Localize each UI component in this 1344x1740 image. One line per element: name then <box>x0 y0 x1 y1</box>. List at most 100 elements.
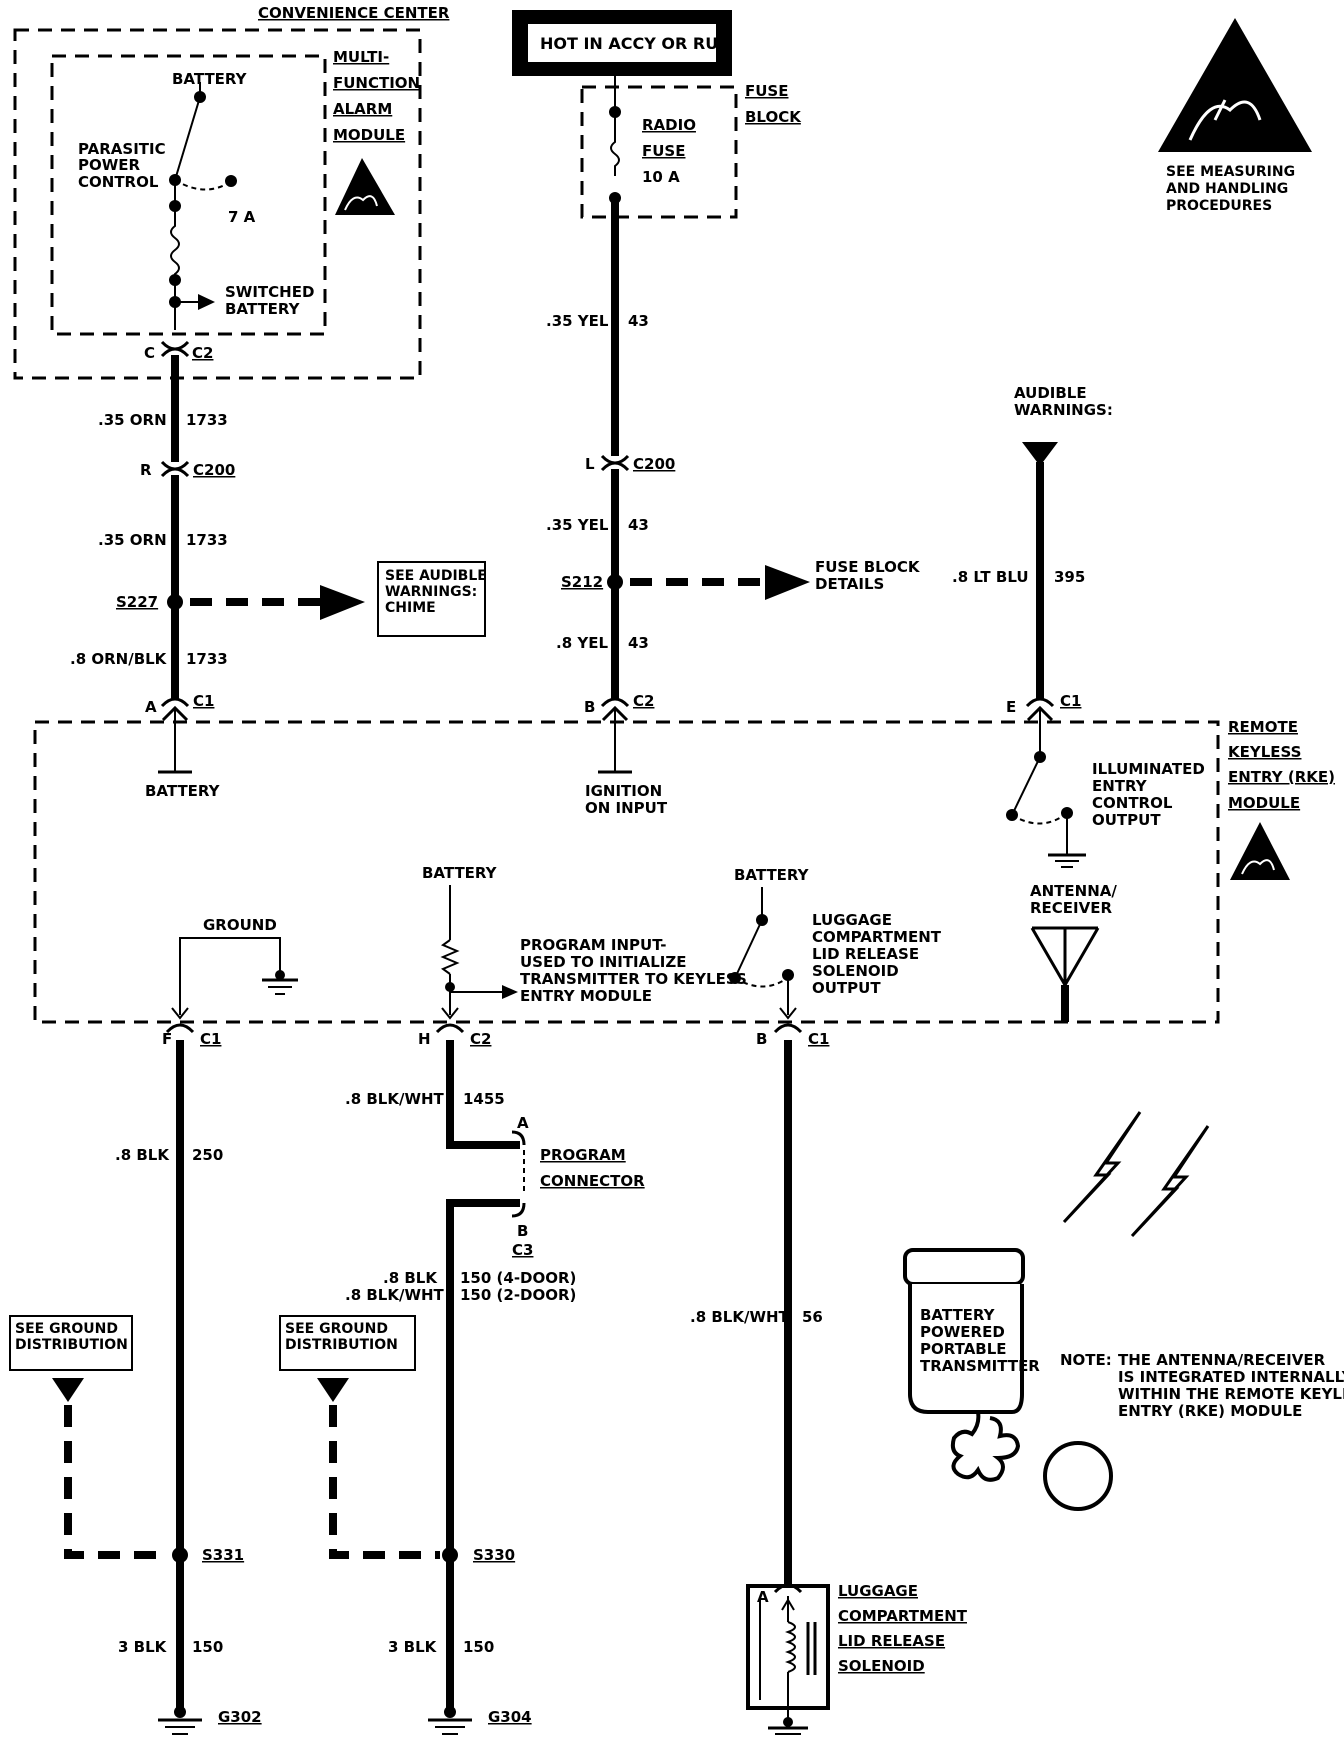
radio-signal-icon <box>1062 1111 1210 1238</box>
g302-label: G302 <box>218 1708 262 1726</box>
note-3: WITHIN THE REMOTE KEYLESS <box>1118 1385 1344 1403</box>
hot-label-inner <box>528 24 716 62</box>
s212-label: S212 <box>561 573 603 591</box>
w10b-circuit: 150 (2-DOOR) <box>460 1286 576 1304</box>
solenoid-3: LID RELEASE <box>838 1632 945 1650</box>
w3-circuit: 1733 <box>186 650 228 668</box>
ground-dist-ref-right <box>279 1315 416 1371</box>
prog-pin-b: B <box>517 1222 528 1240</box>
alarm-module-title-2: FUNCTION <box>333 74 420 92</box>
radio-fuse-1: RADIO <box>642 116 696 134</box>
antenna-icon <box>1030 926 1100 1022</box>
fuse-block-title-2: BLOCK <box>745 108 802 126</box>
ground-dist-left-2: DISTRIBUTION <box>15 1337 128 1353</box>
chime-ref-2: WARNINGS: <box>385 584 477 600</box>
w3-size: .8 ORN/BLK <box>70 650 168 668</box>
sol-pin-a: A <box>757 1588 769 1606</box>
connector-c2: C2 <box>192 344 213 362</box>
convenience-center-title: CONVENIENCE CENTER <box>258 4 450 22</box>
w12-circuit: 150 <box>192 1638 223 1656</box>
fuse-block-box <box>580 85 738 219</box>
chime-ref-3: CHIME <box>385 600 436 616</box>
rke-module-box <box>33 720 1220 1024</box>
illuminated-4: OUTPUT <box>1092 811 1161 829</box>
mfam-battery-label: BATTERY <box>172 70 248 88</box>
illuminated-3: CONTROL <box>1092 794 1173 812</box>
rke-ground-label: GROUND <box>203 916 277 934</box>
luggage-out-5: OUTPUT <box>812 979 881 997</box>
transmitter-3: PORTABLE <box>920 1340 1007 1358</box>
rke-title-4: MODULE <box>1228 794 1300 812</box>
e-c1-pin: E <box>1006 698 1016 716</box>
antenna-1: ANTENNA/ <box>1030 882 1117 900</box>
solenoid-1: LUGGAGE <box>838 1582 918 1600</box>
rke-title-1: REMOTE <box>1228 718 1298 736</box>
rke-esd-icon <box>1230 822 1290 880</box>
ground-dist-left-arrow-icon <box>52 1378 84 1402</box>
ground-dist-left-1: SEE GROUND <box>15 1321 118 1337</box>
w8-size: .8 BLK <box>115 1146 170 1164</box>
w10b-size: .8 BLK/WHT <box>345 1286 445 1304</box>
pin-c: C <box>144 344 155 362</box>
b-c2-name: C2 <box>633 692 654 710</box>
transmitter-2: POWERED <box>920 1323 1005 1341</box>
note-2: IS INTEGRATED INTERNALLY <box>1118 1368 1344 1386</box>
w8-circuit: 250 <box>192 1146 223 1164</box>
ground-dist-right-1: SEE GROUND <box>285 1321 388 1337</box>
program-connector-1: PROGRAM <box>540 1146 626 1164</box>
prog-c3: C3 <box>512 1241 533 1259</box>
left-column-wire <box>158 340 192 774</box>
ignition-1: IGNITION <box>585 782 662 800</box>
splice-s330 <box>442 1547 458 1563</box>
w6-size: .8 YEL <box>556 634 608 652</box>
luggage-out-4: SOLENOID <box>812 962 899 980</box>
luggage-out-3: LID RELEASE <box>812 945 919 963</box>
rke-title-3: ENTRY (RKE) <box>1228 768 1335 786</box>
c200-r-pin: R <box>140 461 152 479</box>
transmitter-1: BATTERY <box>920 1306 996 1324</box>
esd-text-2: AND HANDLING <box>1166 181 1288 197</box>
e-c1-name: C1 <box>1060 692 1081 710</box>
resistor-icon <box>440 939 460 975</box>
radio-fuse-3: 10 A <box>642 168 680 186</box>
illuminated-1: ILLUMINATED <box>1092 760 1205 778</box>
solenoid-4: SOLENOID <box>838 1657 925 1675</box>
w9-circuit: 1455 <box>463 1090 505 1108</box>
solenoid-coil-icon <box>785 1621 796 1673</box>
h-c2-name: C2 <box>470 1030 491 1048</box>
ground-g302-icon <box>158 1706 202 1735</box>
rke-battery-label: BATTERY <box>145 782 221 800</box>
amps-label: 7 A <box>228 208 256 226</box>
w2-circuit: 1733 <box>186 531 228 549</box>
fuse-element <box>170 206 180 282</box>
program-input-3: TRANSMITTER TO KEYLESS <box>520 970 747 988</box>
splice-s227 <box>167 594 183 610</box>
prog-pin-a: A <box>517 1114 529 1132</box>
w5-size: .35 YEL <box>546 516 609 534</box>
bottom-connectors <box>165 1007 803 1034</box>
center-column-wire <box>598 198 632 774</box>
w7-size: .8 LT BLU <box>952 568 1029 586</box>
audible-chime-ref-box <box>377 561 486 637</box>
chime-ref-arrow-icon <box>320 585 365 620</box>
esd-text-1: SEE MEASURING <box>1166 164 1295 180</box>
transmitter-4: TRANSMITTER <box>920 1357 1040 1375</box>
audible-warnings-1: AUDIBLE <box>1014 384 1087 402</box>
w10a-circuit: 150 (4-DOOR) <box>460 1269 576 1287</box>
parasitic-label-3: CONTROL <box>78 173 159 191</box>
w11-circuit: 56 <box>802 1308 823 1326</box>
a-c1-pin: A <box>145 698 157 716</box>
w5-circuit: 43 <box>628 516 649 534</box>
w12-size: 3 BLK <box>118 1638 168 1656</box>
switched-label-1: SWITCHED <box>225 283 314 301</box>
right-column-wire <box>1006 462 1086 868</box>
b-c1-pin: B <box>756 1030 767 1048</box>
w7-circuit: 395 <box>1054 568 1085 586</box>
fuse-details-2: DETAILS <box>815 575 884 593</box>
ground-dist-right-2: DISTRIBUTION <box>285 1337 398 1353</box>
w13-circuit: 150 <box>463 1638 494 1656</box>
g304-label: G304 <box>488 1708 532 1726</box>
c200-r-name: C200 <box>193 461 235 479</box>
radio-fuse-2: FUSE <box>642 142 685 160</box>
program-connector-2: CONNECTOR <box>540 1172 645 1190</box>
